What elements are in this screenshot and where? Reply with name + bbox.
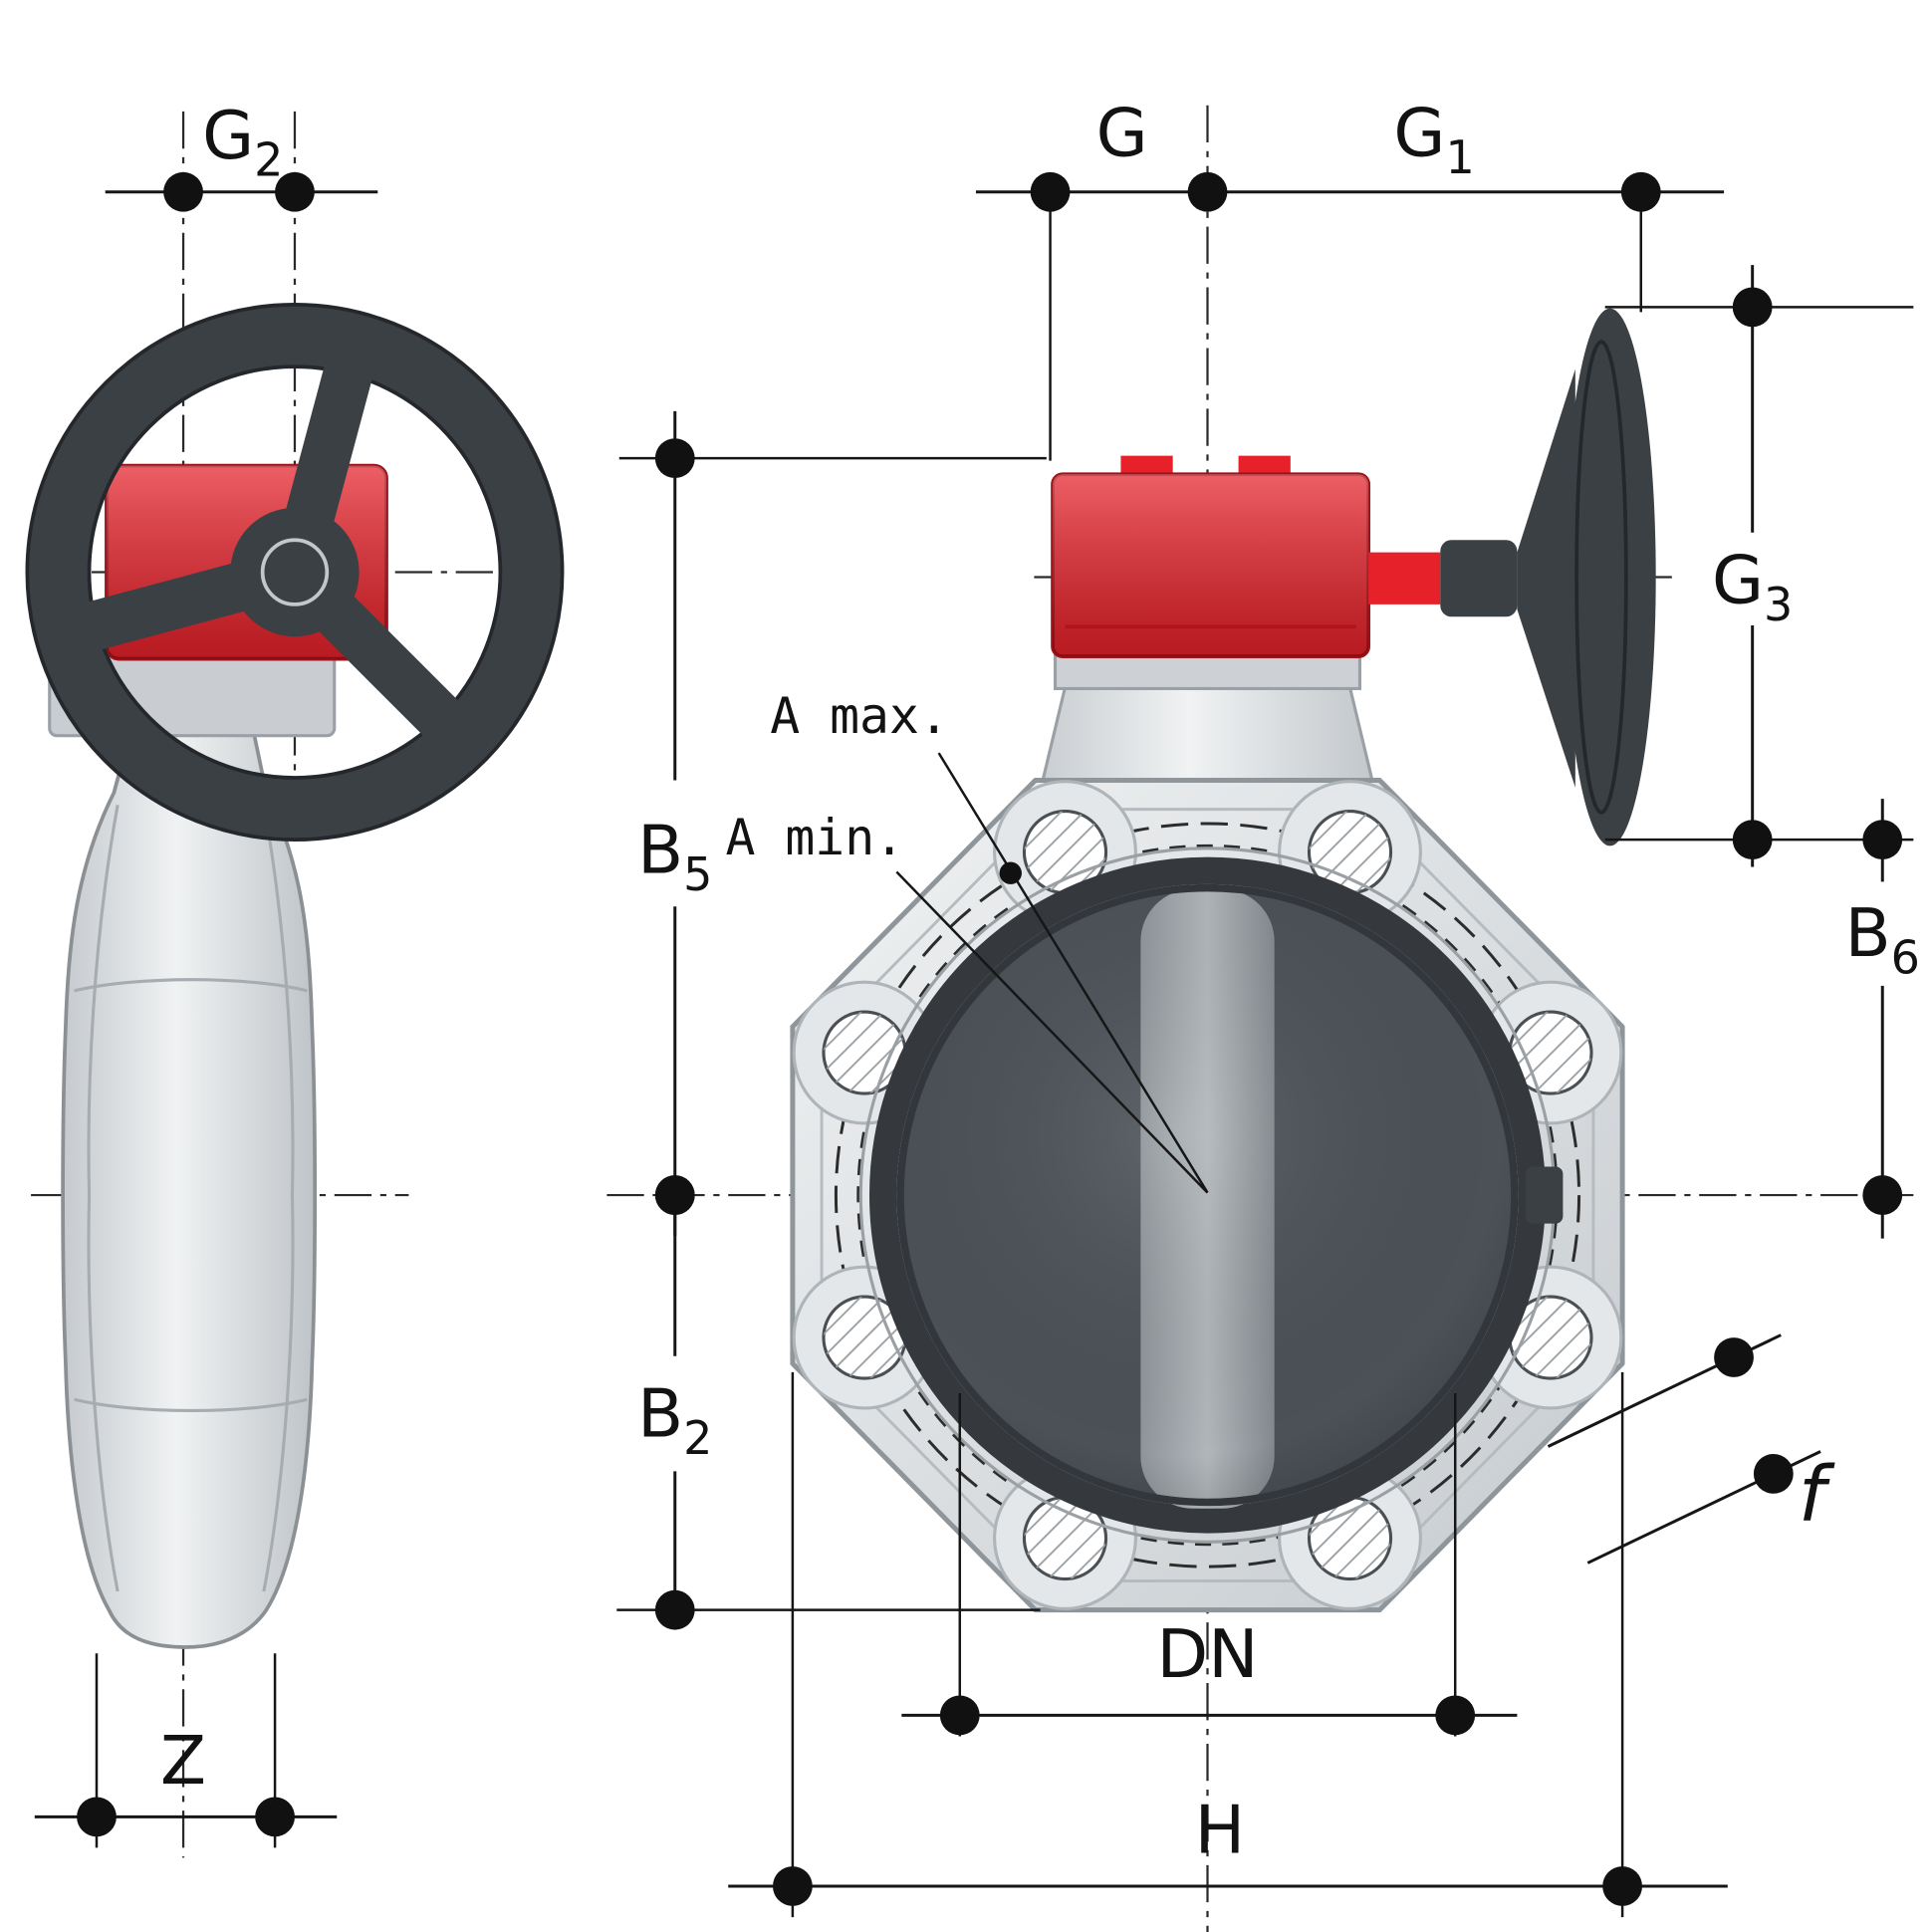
leader-a-max [937, 752, 1209, 1194]
valve-disc-edge [896, 883, 1519, 1507]
dim-label-b5: B5 [637, 812, 712, 901]
seat-tab [1526, 1166, 1564, 1224]
dim-dot [1714, 1337, 1754, 1377]
dim-label-f: f [1799, 1450, 1835, 1540]
handwheel-rim-outer-edge [25, 303, 565, 843]
bolt-circle-max [834, 822, 1581, 1569]
handwheel-edge [1440, 308, 1656, 846]
dim-label-g: G [1096, 95, 1148, 172]
dim-dot [1732, 287, 1773, 328]
dim-dot [1435, 1695, 1476, 1736]
gearbox-front-tab [1120, 455, 1173, 477]
leader-dot [999, 861, 1022, 884]
handwheel-edge-rim-inner [1574, 340, 1628, 815]
handwheel-edge-rim [1564, 308, 1656, 846]
dim-dot [1862, 1175, 1903, 1215]
dim-dot [654, 1175, 695, 1215]
dim-dot [1030, 171, 1071, 212]
dim-dot [1753, 1453, 1794, 1494]
dim-label-g2: G2 [202, 97, 283, 186]
dim-label-g3: G3 [1712, 542, 1793, 631]
dim-dot [1620, 171, 1661, 212]
dim-dot [654, 1589, 695, 1630]
dim-dot [255, 1797, 295, 1837]
dim-dot [773, 1866, 813, 1906]
side-view [25, 303, 565, 1649]
dim-label-g1: G1 [1393, 95, 1474, 184]
dimensions: G2 Z G G1 G3 B6 [34, 95, 1920, 1918]
body-contour-left [87, 805, 120, 1592]
handwheel-side [25, 303, 565, 843]
body-seam-lower [74, 1397, 308, 1413]
dim-dot [654, 438, 695, 479]
handwheel-edge-hub [1440, 540, 1518, 617]
handwheel-edge-cone [1517, 368, 1575, 788]
gear-shaft-red [1368, 552, 1441, 604]
leader-a-min [895, 870, 1209, 1194]
handwheel-hub [230, 507, 360, 637]
dim-dot [1187, 171, 1228, 212]
dim-label-a-max: A max. [770, 687, 949, 745]
body-seam-upper [74, 978, 308, 993]
front-view [790, 308, 1656, 1613]
dim-dot [939, 1695, 980, 1736]
body-contour-right [262, 805, 295, 1592]
valve-body-side [61, 731, 318, 1649]
dim-dot [77, 1797, 117, 1837]
gearbox-front-shading [1053, 474, 1369, 657]
handwheel-hub-ring [260, 538, 330, 606]
dim-dot [1602, 1866, 1642, 1906]
handwheel-rim-inner-edge [87, 364, 503, 780]
dim-label-b2: B2 [637, 1375, 712, 1465]
valve-disc-shading [900, 887, 1515, 1503]
dim-label-dn: DN [1157, 1615, 1259, 1693]
gearbox-mount-plate [1053, 652, 1362, 690]
dim-label-h: H [1195, 1791, 1245, 1868]
handwheel-rim [27, 304, 563, 841]
gearbox-front-tab [1238, 455, 1291, 477]
dim-label-z: Z [160, 1722, 206, 1800]
dim-label-a-min: A min. [725, 809, 904, 866]
dim-dot [1862, 820, 1903, 860]
dim-dot [163, 171, 203, 212]
dim-label-b6: B6 [1845, 894, 1920, 984]
dim-dot [275, 171, 315, 212]
dim-dot [1732, 820, 1773, 860]
